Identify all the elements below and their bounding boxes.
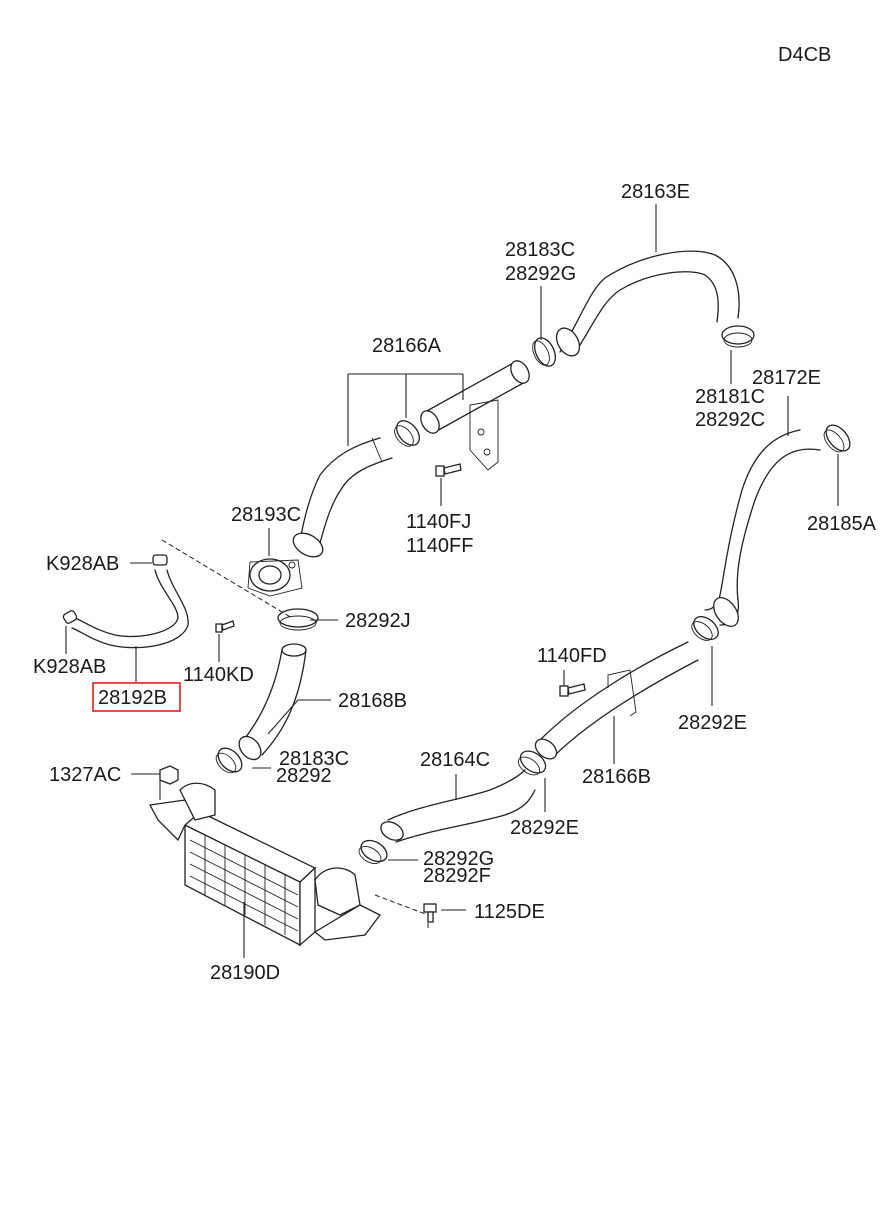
bolt-1125DE[interactable] [423, 903, 437, 923]
label-28166A: 28166A [372, 335, 442, 357]
label-28193C: 28193C [231, 504, 301, 526]
label-28190D: 28190D [210, 962, 280, 984]
label-28168B: 28168B [338, 690, 407, 712]
label-28292J: 28292J [345, 610, 411, 632]
clamp-28181C[interactable] [721, 325, 755, 348]
hose-28192B[interactable] [71, 569, 189, 649]
label-1327AC: 1327AC [49, 764, 121, 786]
hose-28172E[interactable] [704, 429, 821, 631]
label-1125DE: 1125DE [474, 901, 545, 923]
label-1140KD: 1140KD [183, 664, 254, 686]
clamp-28292E-right[interactable] [688, 612, 722, 644]
label-28292: 28292 [276, 765, 332, 787]
label-28292C: 28292C [695, 409, 765, 431]
highlight-box-28192B [92, 682, 181, 712]
leader-lines [65, 204, 839, 958]
clamp-28166A[interactable] [391, 416, 424, 449]
clamp-28292G-low[interactable] [356, 836, 391, 867]
label-K928AB-top: K928AB [46, 553, 119, 575]
pipe-28166A[interactable] [417, 358, 533, 471]
label-28292E-mid: 28292E [510, 817, 579, 839]
hose-28164C[interactable] [378, 769, 536, 844]
clamp-28292J[interactable] [277, 608, 319, 631]
label-1140FF: 1140FF [406, 535, 473, 557]
clamp-K928AB-bottom[interactable] [62, 610, 78, 625]
label-28183C-top: 28183C [505, 239, 575, 261]
label-28166B: 28166B [582, 766, 651, 788]
label-28292F: 28292F [423, 865, 491, 887]
clamp-K928AB-top[interactable] [152, 554, 168, 566]
label-28292G-top: 28292G [505, 263, 576, 285]
nut-1327AC[interactable] [159, 765, 179, 785]
label-28292E-right: 28292E [678, 712, 747, 734]
clamp-28292-mid[interactable] [213, 744, 247, 777]
pipe-28166B[interactable] [532, 641, 699, 763]
label-28164C: 28164C [420, 749, 490, 771]
clamp-28292G-top[interactable] [529, 335, 559, 370]
clamp-28185A[interactable] [820, 421, 854, 456]
hose-28168B[interactable] [235, 643, 307, 764]
engine-code-label: D4CB [778, 44, 831, 66]
label-1140FD: 1140FD [537, 645, 607, 667]
hose-28166A-lower[interactable] [289, 437, 393, 562]
hose-28163E[interactable] [552, 250, 740, 360]
label-28172E: 28172E [752, 367, 821, 389]
label-K928AB-bottom: K928AB [33, 656, 106, 678]
bolt-1140FJ[interactable] [435, 463, 462, 477]
label-28163E: 28163E [621, 181, 690, 203]
label-28181C: 28181C [695, 386, 765, 408]
label-28185A: 28185A [807, 513, 877, 535]
intercooler-28190D[interactable] [148, 782, 381, 947]
label-28183C-mid: 28183C [279, 748, 349, 770]
label-28192B[interactable]: 28192B [98, 687, 167, 709]
label-28292G-low: 28292G [423, 848, 494, 870]
flange-28193C[interactable] [247, 558, 303, 597]
bolt-1140KD[interactable] [215, 620, 235, 633]
label-1140FJ: 1140FJ [406, 511, 471, 533]
clamp-28292E-mid[interactable] [515, 747, 549, 779]
